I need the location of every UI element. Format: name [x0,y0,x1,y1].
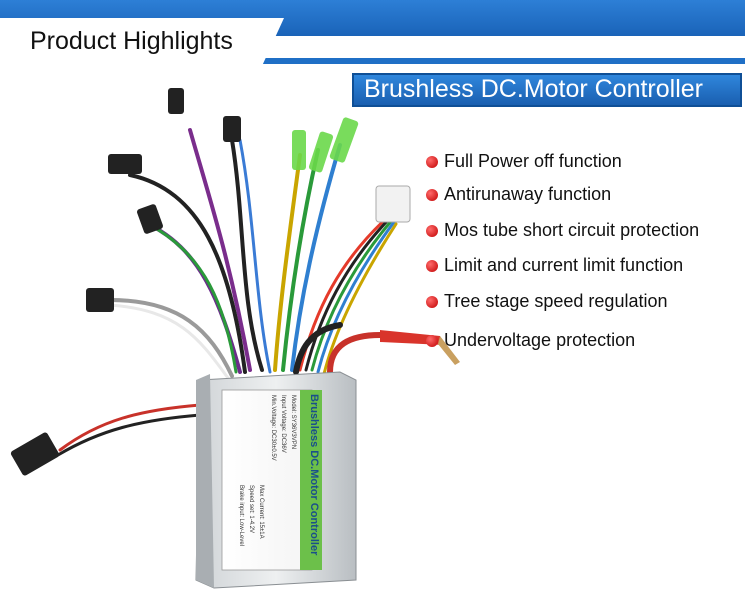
wire-bundle [56,128,398,457]
feature-item: Limit and current limit function [426,255,683,276]
bullet-icon [426,335,438,348]
bullet-icon [426,156,438,169]
bullet-icon [426,189,438,202]
controller-label-min-voltage: Min.Voltage: DC30±0.5V [270,395,276,461]
product-name: Brushless DC.Motor Controller [364,75,703,103]
blue-divider-line [0,58,745,64]
controller-label-text: Brushless DC.Motor Controller [308,394,320,556]
title-tab [0,18,284,66]
feature-item: Mos tube short circuit protection [426,220,699,241]
bullet-icon [426,225,438,238]
controller-label-max-current: Max Current: 15±1A [258,485,264,539]
controller-illustration: Brushless DC.Motor Controller Model: SY3… [10,88,460,589]
page-title: Product Highlights [30,27,233,55]
controller-label-brake-input: Brake input: Low-Level [238,485,244,546]
controller-label-model: Model: SY36V3VPN [290,395,296,449]
feature-item: Full Power off function [426,151,622,172]
product-name-banner [352,73,742,107]
controller-label-speed-set: Speed set: 1-4.2V [248,485,254,533]
connectors [10,88,460,476]
controller-label-title: Brushless DC.Motor Controller [308,394,320,556]
feature-item: Tree stage speed regulation [426,291,667,312]
bullet-icon [426,260,438,273]
controller-label-input-voltage: Input Voltage: DC36V [280,395,286,453]
feature-item: Undervoltage protection [426,330,635,351]
bullet-icon [426,296,438,309]
feature-item: Antirunaway function [426,184,611,205]
controller-box [195,371,357,589]
